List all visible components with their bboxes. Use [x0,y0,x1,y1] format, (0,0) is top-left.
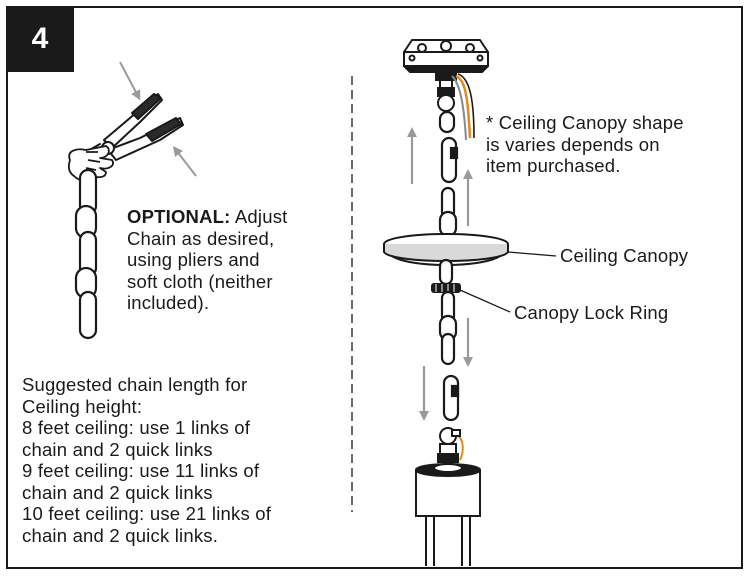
optional-note-line-1: Adjust [234,206,288,227]
canopy-shape-note: * Ceiling Canopy shape is varies depends… [486,112,684,177]
canopy-lock-ring-label: Canopy Lock Ring [514,302,669,323]
canopy-icon [383,233,509,266]
wire-gray [451,75,467,141]
step-badge: 4 [6,6,74,72]
canopy-note-line-1: * Ceiling Canopy shape [486,112,684,133]
optional-note-line-2: Chain as desired, [127,227,275,249]
optional-label: OPTIONAL: [127,206,231,227]
chain-length-guide: Suggested chain length for Ceiling heigh… [22,374,271,546]
chain-guide-line-3: 8 feet ceiling: use 1 links of [22,417,251,438]
junction-box-icon [403,39,489,73]
arrow-down-icon [119,61,141,101]
canopy-note-line-3: item purchased. [486,155,621,176]
optional-note-line-3: using pliers and [127,249,260,270]
quick-link-icon [438,258,454,286]
chain-guide-line-6: chain and 2 quick links [22,481,213,503]
leader-ceiling-canopy [507,251,557,257]
optional-note-line-5: included). [127,292,210,313]
hand-icon [67,145,114,182]
chain-guide-line-7: 10 feet ceiling: use 21 links of [22,503,272,524]
lock-ring-icon [431,283,461,293]
quick-link-icon [438,110,459,184]
chain-guide-line-5: 9 feet ceiling: use 11 links of [22,460,260,481]
chain-guide-line-8: chain and 2 quick links. [22,524,219,546]
ceiling-canopy-label: Ceiling Canopy [560,245,689,266]
wire-dark [457,73,475,139]
instruction-panel-frame [6,6,743,569]
arrow-up-icon [172,146,197,177]
chain-guide-line-1: Suggested chain length for [22,374,248,395]
fixture-icon [415,427,481,566]
chain-icon [438,186,458,238]
leader-lock-ring [459,289,511,313]
optional-note-line-4: soft cloth (neither [127,270,273,292]
mounting-hardware [435,71,457,112]
chain-guide-line-4: chain and 2 quick links [22,438,213,460]
chain-icon [74,168,98,340]
wire-orange [455,74,472,139]
canopy-note-line-2: is varies depends on [486,133,660,155]
optional-adjust-note: OPTIONAL: Adjust Chain as desired, using… [127,206,288,314]
quick-link-icon [442,374,460,422]
chain-guide-line-2: Ceiling height: [22,395,143,417]
chain-icon [438,290,458,366]
